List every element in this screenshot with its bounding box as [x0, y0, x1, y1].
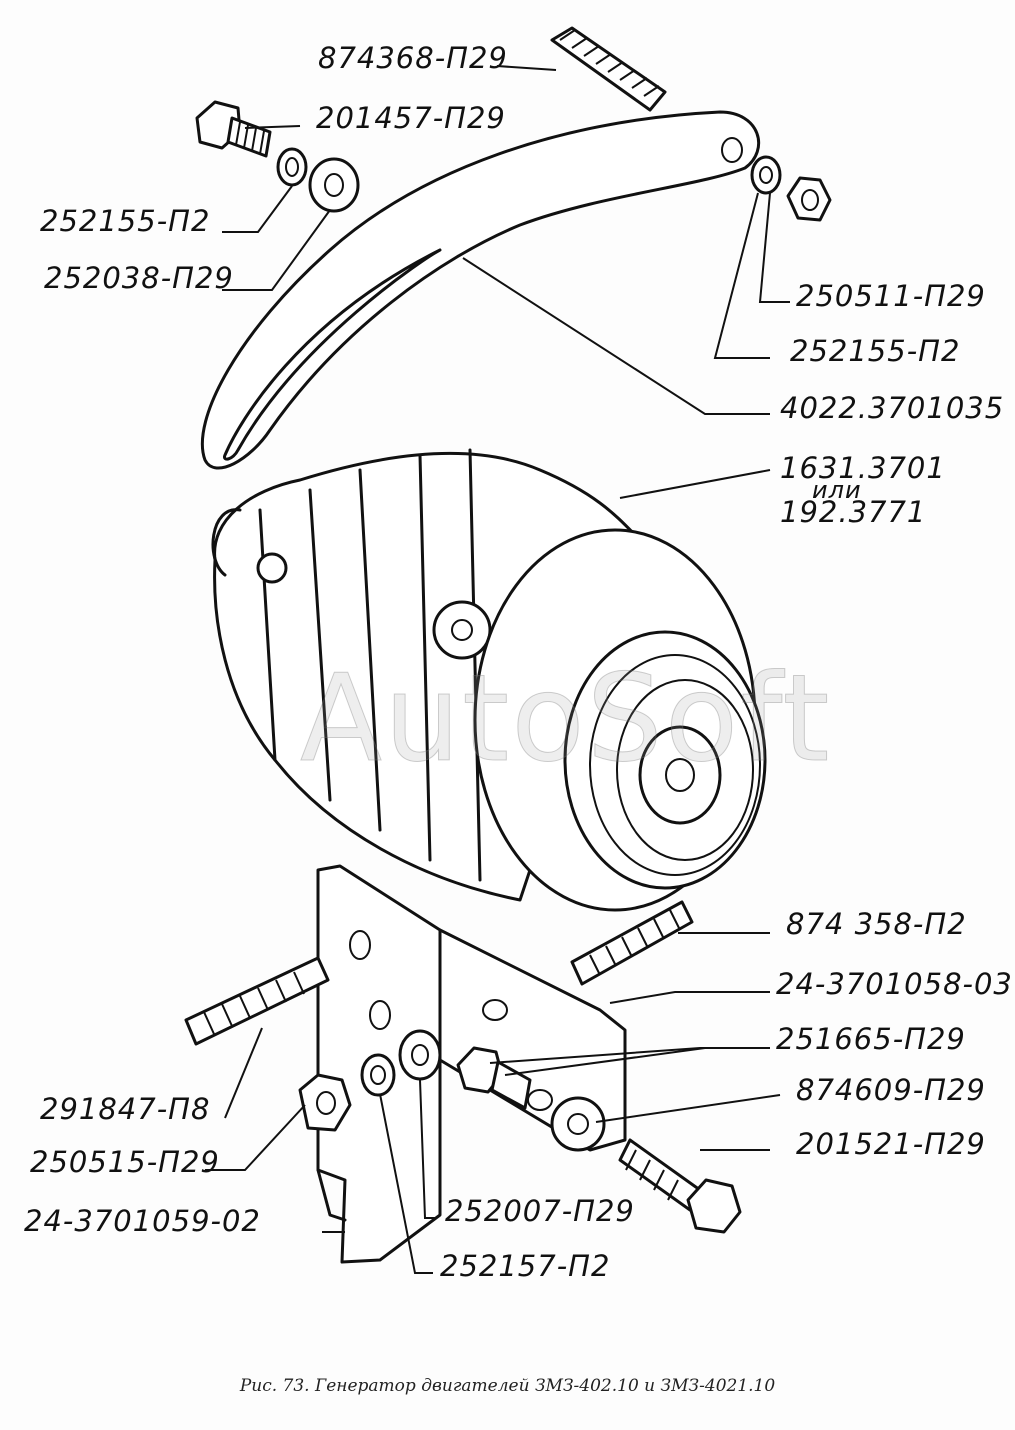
- leader-lines: [205, 65, 790, 1274]
- label-flat-washer-bottom: 252007-П29: [445, 1194, 635, 1228]
- label-generator-or: или: [812, 476, 862, 504]
- label-spring-washer-right: 252155-П2: [790, 334, 961, 368]
- bushing-right: [550, 1096, 606, 1152]
- label-bracket-upper: 24-3701058-03: [776, 967, 1013, 1001]
- spring-washer-bottom: [360, 1053, 396, 1097]
- label-bolt-top: 201457-П29: [316, 101, 506, 135]
- spring-washer-right: [750, 155, 782, 195]
- nut-top-right: [786, 176, 832, 222]
- adjust-bracket: [200, 110, 761, 470]
- spring-washer-left: [276, 147, 308, 187]
- nut-right: [456, 1046, 532, 1110]
- bolt-top: [195, 100, 272, 158]
- label-generator-code-1: 1631.3701: [780, 451, 946, 485]
- label-nut-top-right: 250511-П29: [796, 279, 986, 313]
- label-adjust-bracket: 4022.3701035: [780, 391, 1005, 425]
- stud-top: [550, 26, 667, 112]
- stud-right: [570, 900, 694, 986]
- label-bracket-lower: 24-3701059-02: [24, 1204, 261, 1238]
- label-flat-washer-left: 252038-П29: [44, 261, 234, 295]
- label-stud-right: 874 358-П2: [786, 907, 967, 941]
- label-bushing-right: 874609-П29: [796, 1073, 986, 1107]
- pulley: [473, 528, 767, 912]
- figure-caption: Рис. 73. Генератор двигателей ЗМЗ-402.10…: [239, 1376, 776, 1396]
- label-stud-top: 874368-П29: [318, 41, 508, 75]
- flat-washer-left: [308, 157, 360, 213]
- label-nut-left: 250515-П29: [30, 1145, 220, 1179]
- label-generator-code-2: 192.3771: [780, 495, 927, 529]
- bolt-bottom: [618, 1138, 742, 1234]
- label-spring-washer-left: 252155-П2: [40, 204, 211, 238]
- nut-left: [298, 1073, 352, 1132]
- label-nut-right: 251665-П29: [776, 1022, 966, 1056]
- label-bolt-bottom: 201521-П29: [796, 1127, 986, 1161]
- stud-left: [184, 956, 330, 1046]
- label-stud-left: 291847-П8: [40, 1092, 211, 1126]
- flat-washer-bottom: [398, 1029, 442, 1081]
- label-spring-washer-bottom: 252157-П2: [440, 1249, 611, 1283]
